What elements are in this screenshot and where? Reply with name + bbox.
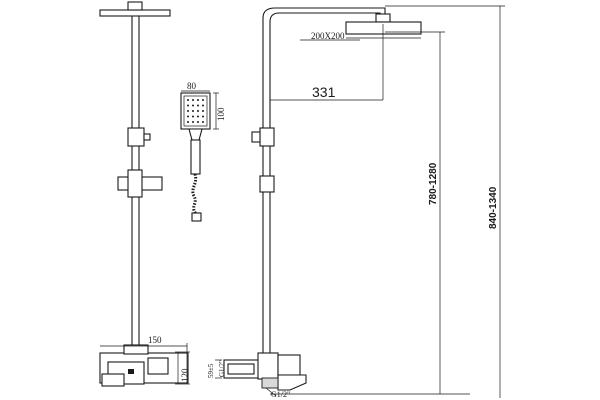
- nozzle-dot: [202, 115, 204, 118]
- dim-inlet-thread-side: G1/2": [218, 360, 226, 377]
- dim-331-text: 331: [312, 84, 336, 100]
- hand-shower-handle: [190, 139, 201, 175]
- nozzle-dot: [192, 121, 194, 123]
- hand-shower-nozzles: [187, 99, 204, 123]
- nozzle-dot: [187, 99, 189, 101]
- hand-shower-hose: [191, 173, 198, 215]
- side-head-plate: [345, 21, 422, 35]
- nozzle-dot: [197, 99, 199, 101]
- side-view: 200X200 331 59±5 G1/2" G1/2" 780-1280: [207, 5, 505, 399]
- dim-head-text: 200X200: [311, 31, 345, 41]
- dim-80-text: 80: [187, 81, 197, 91]
- hand-shower: 80 100: [180, 81, 226, 222]
- front-view: 150 120: [99, 1, 190, 387]
- side-slider-knob: [251, 131, 261, 143]
- hand-shower-face: [183, 95, 208, 127]
- front-head-plate: [99, 9, 171, 17]
- front-head-connector: [127, 1, 143, 11]
- hand-shower-hose-nut: [191, 212, 202, 222]
- nozzle-dot: [197, 115, 199, 118]
- side-slider-upper: [259, 127, 275, 147]
- dim-100-text: 100: [216, 107, 226, 121]
- nozzle-dot: [202, 99, 204, 101]
- side-mixer-body: [257, 352, 279, 380]
- side-head-connector: [375, 13, 391, 23]
- nozzle-dot: [192, 104, 194, 107]
- dim-thread-leader: [265, 387, 277, 397]
- nozzle-dot: [187, 104, 189, 107]
- dim-150-text: 150: [148, 335, 162, 345]
- front-mixer-top: [123, 344, 149, 355]
- front-mixer-mark: [128, 369, 134, 374]
- nozzle-dot: [202, 121, 204, 123]
- side-mixer-spout: [277, 374, 307, 391]
- side-mixer-handle: [277, 354, 301, 376]
- side-mixer-base: [261, 377, 279, 389]
- nozzle-dot: [202, 104, 204, 107]
- nozzle-dot: [187, 115, 189, 118]
- dim-780-text: 780-1280: [428, 162, 439, 205]
- dim-120-text: 120: [180, 368, 190, 382]
- front-slider-upper: [127, 127, 145, 147]
- nozzle-dot: [197, 104, 199, 107]
- nozzle-dot: [187, 121, 189, 123]
- front-mixer-outlet: [101, 373, 125, 387]
- hand-shower-neck: [188, 128, 203, 141]
- nozzle-dot: [192, 110, 194, 112]
- side-mixer-inlet-inner: [227, 363, 255, 375]
- dim-840-text: 840-1340: [488, 186, 499, 229]
- dim-inlet-thread-bottom: G1/2": [271, 390, 290, 399]
- nozzle-dot: [192, 99, 194, 101]
- nozzle-dot: [197, 110, 199, 112]
- nozzle-dot: [187, 110, 189, 112]
- side-arm-outer: [262, 7, 386, 356]
- nozzle-dot: [197, 121, 199, 123]
- front-slider-clamp: [127, 169, 143, 198]
- front-slider-knob: [143, 133, 151, 141]
- nozzle-dot: [202, 110, 204, 112]
- front-mixer-handle: [147, 357, 169, 375]
- side-arm-inner: [269, 12, 381, 356]
- side-slider-lower: [259, 175, 275, 193]
- nozzle-dot: [192, 115, 194, 118]
- dim-inlet-spacing-text: 59±5: [207, 363, 215, 378]
- hand-shower-head: [180, 92, 211, 130]
